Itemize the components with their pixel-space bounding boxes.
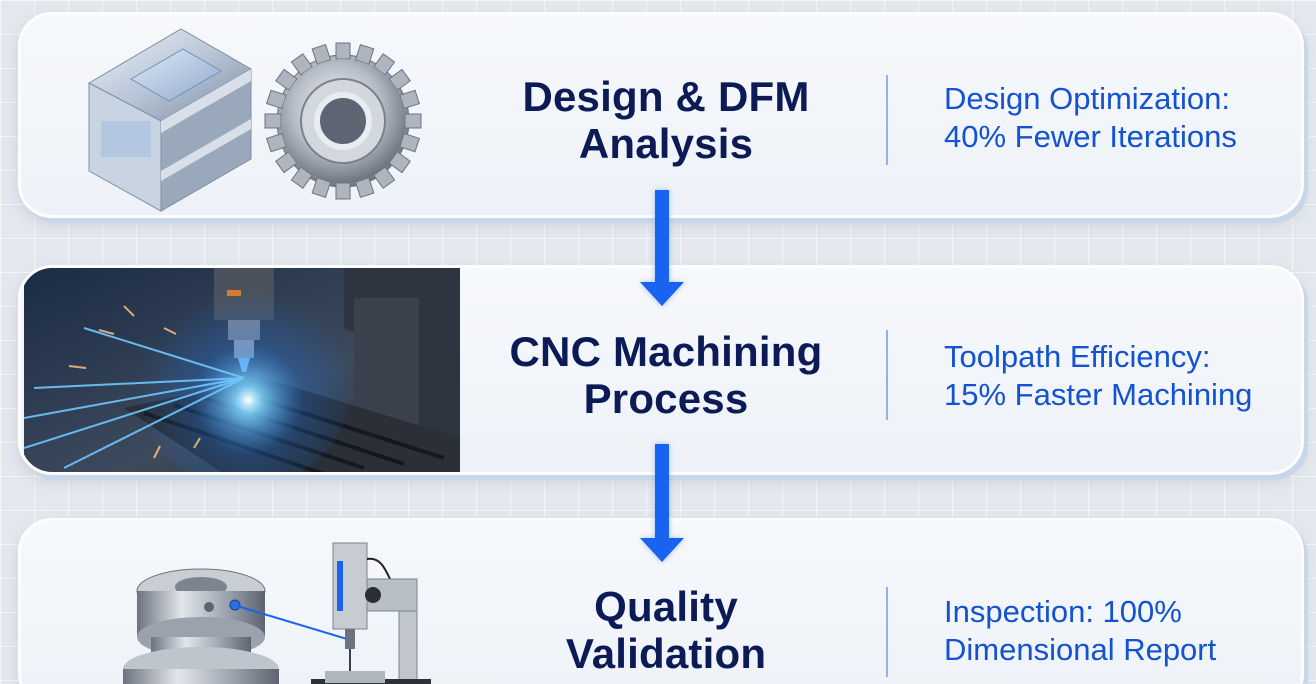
step-title: Design & DFM Analysis [491,73,841,167]
step-metric: Design Optimization: 40% Fewer Iteration… [944,80,1237,156]
metric-line: Dimensional Report [944,632,1217,667]
step-card-design-dfm: Design & DFM Analysis Design Optimizatio… [18,12,1304,218]
step-title-line: CNC Machining [509,328,823,375]
step-title: Quality Validation [491,583,841,677]
step-title-line: Analysis [578,120,754,167]
machined-block-and-gear-icon [87,28,422,212]
step-title-line: Quality [594,583,738,630]
divider [886,75,888,165]
cmm-probe-inspection-icon [123,542,431,684]
step-title: CNC Machining Process [491,328,841,422]
divider [886,587,888,677]
step-title-line: Design & DFM [522,73,810,120]
step-title-line: Validation [565,630,767,677]
divider [886,330,888,420]
step-metric: Inspection: 100% Dimensional Report [944,593,1216,669]
metric-line: Toolpath Efficiency: [944,339,1211,374]
metric-line: Design Optimization: [944,81,1231,116]
step-metric: Toolpath Efficiency: 15% Faster Machinin… [944,338,1252,414]
step-card-cnc-machining: CNC Machining Process Toolpath Efficienc… [18,265,1304,475]
step-title-line: Process [583,375,749,422]
arrow-down-icon [640,190,684,306]
metric-line: Inspection: 100% [944,594,1182,629]
cnc-spindle-sparks-icon [24,268,460,472]
arrow-down-icon [640,444,684,562]
metric-line: 15% Faster Machining [944,377,1253,412]
metric-line: 40% Fewer Iterations [944,119,1237,154]
